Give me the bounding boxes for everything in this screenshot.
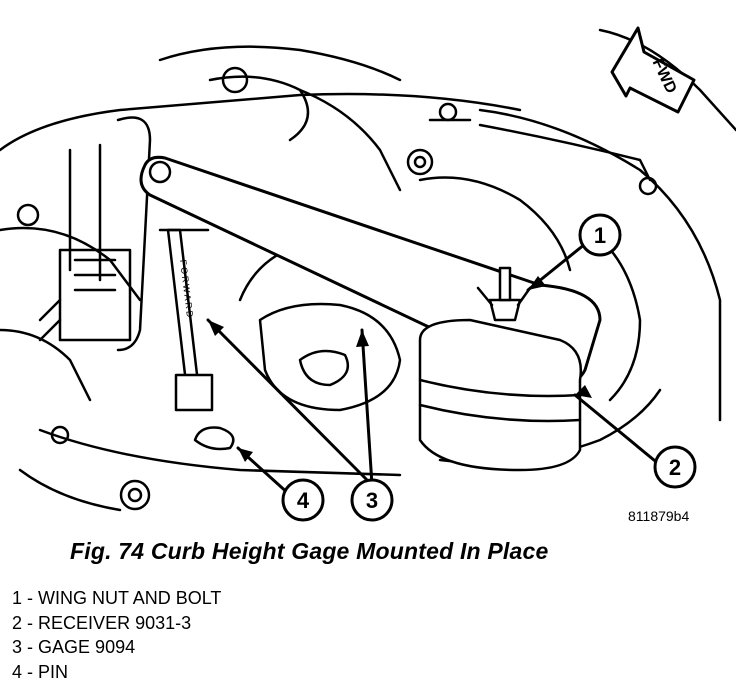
receiver (418, 318, 583, 472)
callout-1-number: 1 (594, 223, 606, 248)
pin (193, 426, 235, 451)
legend-item: 3 - GAGE 9094 (12, 635, 221, 660)
callout-circles (281, 213, 697, 522)
callout-2-number: 2 (669, 455, 681, 480)
legend-separator: - (27, 612, 34, 633)
legend-number: 2 (12, 612, 23, 633)
callout-2-leader (573, 393, 662, 467)
arrowhead-3b (356, 330, 369, 347)
arrowhead-4 (238, 448, 253, 462)
legend-separator: - (27, 588, 34, 608)
legend-label: WING NUT AND BOLT (38, 588, 222, 608)
arrowhead-3a (208, 320, 224, 336)
legend-item: 1 - WING NUT AND BOLT (12, 586, 221, 611)
callout-2-circle (653, 445, 697, 489)
legend-label: PIN (38, 661, 69, 682)
legend-number: 1 (12, 588, 23, 608)
callout-4-circle (281, 478, 325, 522)
callout-legend: 1 - WING NUT AND BOLT 2 - RECEIVER 9031-… (12, 586, 221, 684)
legend-label: GAGE 9094 (38, 637, 136, 657)
callout-arrowheads (208, 276, 592, 462)
legend-item: 4 - PIN (12, 660, 221, 685)
legend-label: RECEIVER 9031-3 (38, 612, 192, 633)
callout-3-number: 3 (366, 488, 378, 513)
callout-3-circle (350, 478, 394, 522)
curb-height-gage-illustration: 1 2 3 4 FWD FORWARD (0, 26, 736, 522)
fwd-arrow-icon (610, 26, 696, 114)
legend-item: 2 - RECEIVER 9031-3 (12, 611, 221, 636)
figure-reference-code: 811879b4 (628, 508, 690, 524)
background-bolts (16, 66, 658, 511)
callout-3-leader-b (360, 328, 374, 487)
figure-caption: Fig. 74 Curb Height Gage Mounted In Plac… (70, 538, 549, 564)
legend-number: 4 (12, 661, 23, 682)
callout-1-circle (578, 213, 622, 257)
legend-number: 3 (12, 637, 23, 657)
arm-pivot-bolt (148, 160, 172, 184)
callout-4-number: 4 (297, 488, 310, 513)
legend-separator: - (27, 637, 34, 657)
legend-separator: - (27, 661, 34, 682)
gage-rod (158, 228, 214, 412)
callout-3-leader-a (206, 318, 374, 487)
arrowhead-2 (575, 385, 592, 398)
arrowhead-1 (528, 276, 546, 290)
